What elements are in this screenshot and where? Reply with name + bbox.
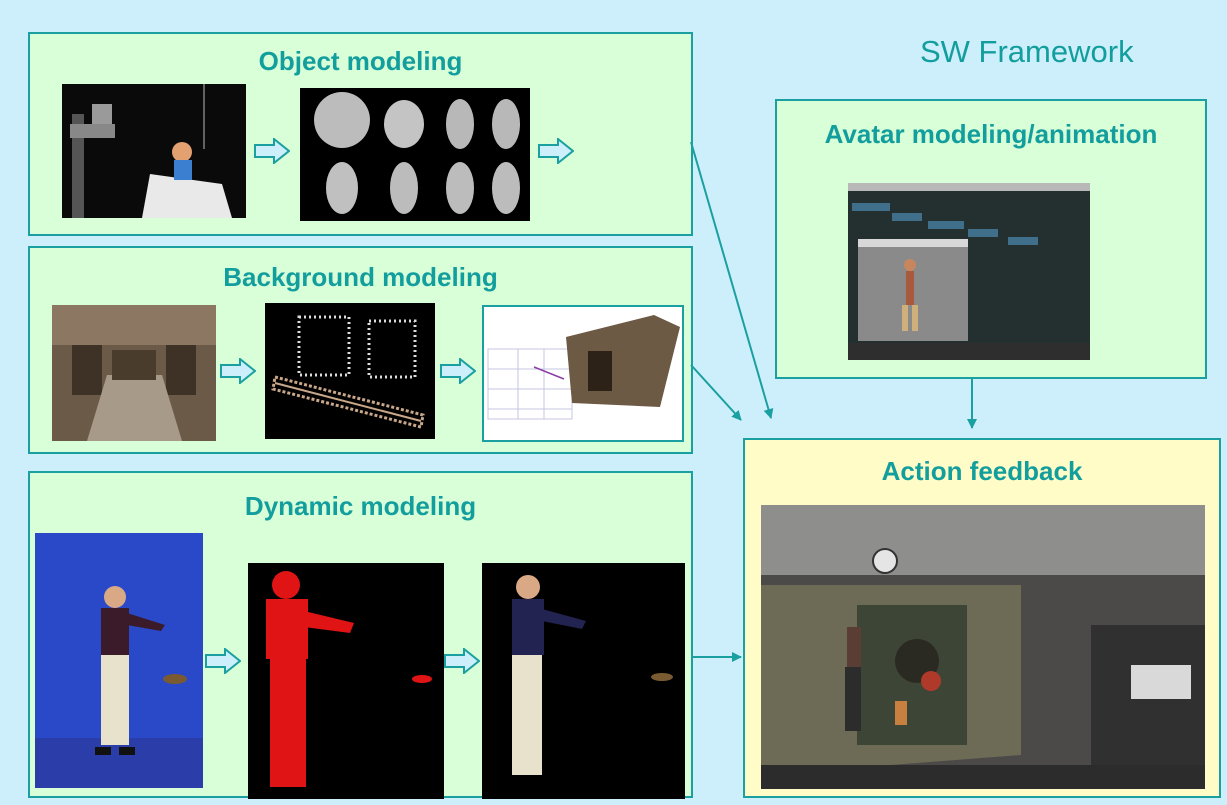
object-modeling-title: Object modeling: [258, 46, 463, 76]
textured-model-drawing: [484, 307, 682, 440]
dynamic-modeling-title: Dynamic modeling: [244, 491, 477, 521]
hall-photo-drawing: [52, 305, 216, 441]
point-cloud-drawing: [265, 303, 435, 439]
object-to-feedback-connector: [690, 141, 774, 419]
point-cloud-render: [265, 303, 435, 439]
studio-feedback-photo: [761, 505, 1205, 789]
object-reconstruction-sequence: [300, 88, 530, 221]
background-modeling-title: Background modeling: [223, 262, 498, 292]
dynamic-step-arrow-2: [444, 648, 480, 674]
wireframe-silhouette-drawing: [248, 563, 444, 799]
textured-model-render: [482, 305, 684, 442]
framework-title: SW Framework: [920, 34, 1134, 69]
bluescreen-capture-drawing: [35, 533, 203, 788]
avatar-modeling-title: Avatar modeling/animation: [824, 119, 1158, 149]
action-feedback-title: Action feedback: [881, 456, 1083, 486]
object-step-arrow-2: [538, 138, 574, 164]
background-step-arrow-2: [440, 358, 476, 384]
wireframe-silhouette-render: [248, 563, 444, 799]
object-capture-photo: [62, 84, 246, 218]
dynamic-step-arrow-1: [205, 648, 241, 674]
animation-software-drawing: [848, 183, 1090, 360]
object-reconstruction-drawing: [300, 88, 530, 221]
segmented-actor-render: [482, 563, 685, 799]
bluescreen-capture-photo: [35, 533, 203, 788]
segmented-actor-drawing: [482, 563, 685, 799]
object-step-arrow-1: [254, 138, 290, 164]
background-to-feedback-connector: [690, 364, 742, 421]
studio-feedback-drawing: [761, 505, 1205, 789]
animation-software-screenshot: [848, 183, 1090, 360]
object-capture-photo-drawing: [62, 84, 246, 218]
background-step-arrow-1: [220, 358, 256, 384]
hall-photo: [52, 305, 216, 441]
